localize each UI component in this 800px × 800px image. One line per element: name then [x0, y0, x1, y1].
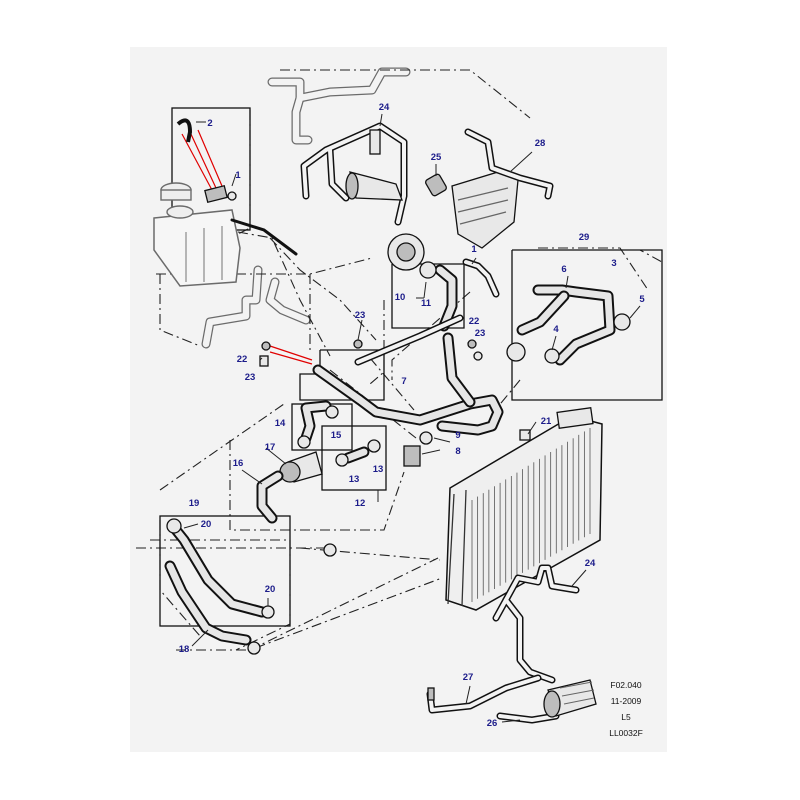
hose-14-15 — [297, 400, 339, 449]
callout-28: 28 — [535, 138, 546, 149]
callout-1: 1 — [471, 244, 477, 255]
pump-17 — [256, 451, 323, 524]
hose-25 — [425, 173, 447, 197]
level-code: L5 — [621, 712, 631, 722]
callout-17: 17 — [265, 442, 276, 453]
callout-24: 24 — [379, 102, 390, 113]
ghost-pipes — [201, 67, 411, 349]
figure-number: F02.040 — [610, 680, 641, 690]
callout-20: 20 — [201, 519, 212, 530]
hose-2 — [176, 118, 237, 204]
callout-4: 4 — [553, 324, 559, 335]
expansion-tank — [153, 182, 298, 287]
callout-16: 16 — [233, 458, 244, 469]
callout-26: 26 — [487, 718, 498, 729]
callout-13: 13 — [349, 474, 360, 485]
callout-24: 24 — [585, 558, 596, 569]
callout-8: 8 — [455, 446, 460, 457]
hose-7 — [312, 332, 504, 436]
transmission-cooler — [426, 674, 597, 724]
callouts: 1 1 2 3 4 5 6 7 8 9 10 11 12 13 13 14 15… — [179, 102, 646, 729]
reference-block: F02.040 11-2009 L5 LL0032F — [609, 680, 643, 738]
radiator — [445, 406, 603, 611]
fittings-8-9 — [323, 429, 531, 557]
callout-18: 18 — [179, 644, 190, 655]
callout-27: 27 — [463, 672, 474, 683]
callout-9: 9 — [455, 430, 460, 441]
callout-23: 23 — [475, 328, 486, 339]
callout-3: 3 — [611, 258, 616, 269]
callout-15: 15 — [331, 430, 342, 441]
leader-lines — [183, 113, 641, 723]
hoses-13 — [335, 439, 381, 467]
callout-12: 12 — [355, 498, 366, 509]
hose-18-19-20 — [164, 518, 275, 655]
callout-10: 10 — [395, 292, 406, 303]
callout-22: 22 — [237, 354, 248, 365]
callout-19: 19 — [189, 498, 200, 509]
callout-11: 11 — [421, 298, 432, 309]
callout-29: 29 — [579, 232, 590, 243]
callout-14: 14 — [275, 418, 286, 429]
callout-20: 20 — [265, 584, 276, 595]
callout-25: 25 — [431, 152, 442, 163]
highlight-leaders — [181, 129, 313, 365]
callout-13: 13 — [373, 464, 384, 475]
pipe-23 — [354, 314, 464, 366]
callout-5: 5 — [639, 294, 645, 305]
diagram-code: LL0032F — [609, 728, 643, 738]
revision-date: 11-2009 — [611, 696, 642, 706]
pump-housing — [345, 171, 425, 271]
radiator-fins — [471, 428, 591, 602]
callout-2: 2 — [207, 118, 212, 129]
callout-23: 23 — [245, 372, 256, 383]
callout-1: 1 — [235, 170, 241, 181]
callout-21: 21 — [541, 416, 552, 427]
callout-6: 6 — [561, 264, 566, 275]
hose-group-29 — [506, 284, 631, 366]
oil-cooler — [451, 128, 554, 249]
callout-7: 7 — [401, 376, 406, 387]
callout-23: 23 — [355, 310, 366, 321]
callout-22: 22 — [469, 316, 480, 327]
fittings-22-23 — [259, 339, 483, 367]
